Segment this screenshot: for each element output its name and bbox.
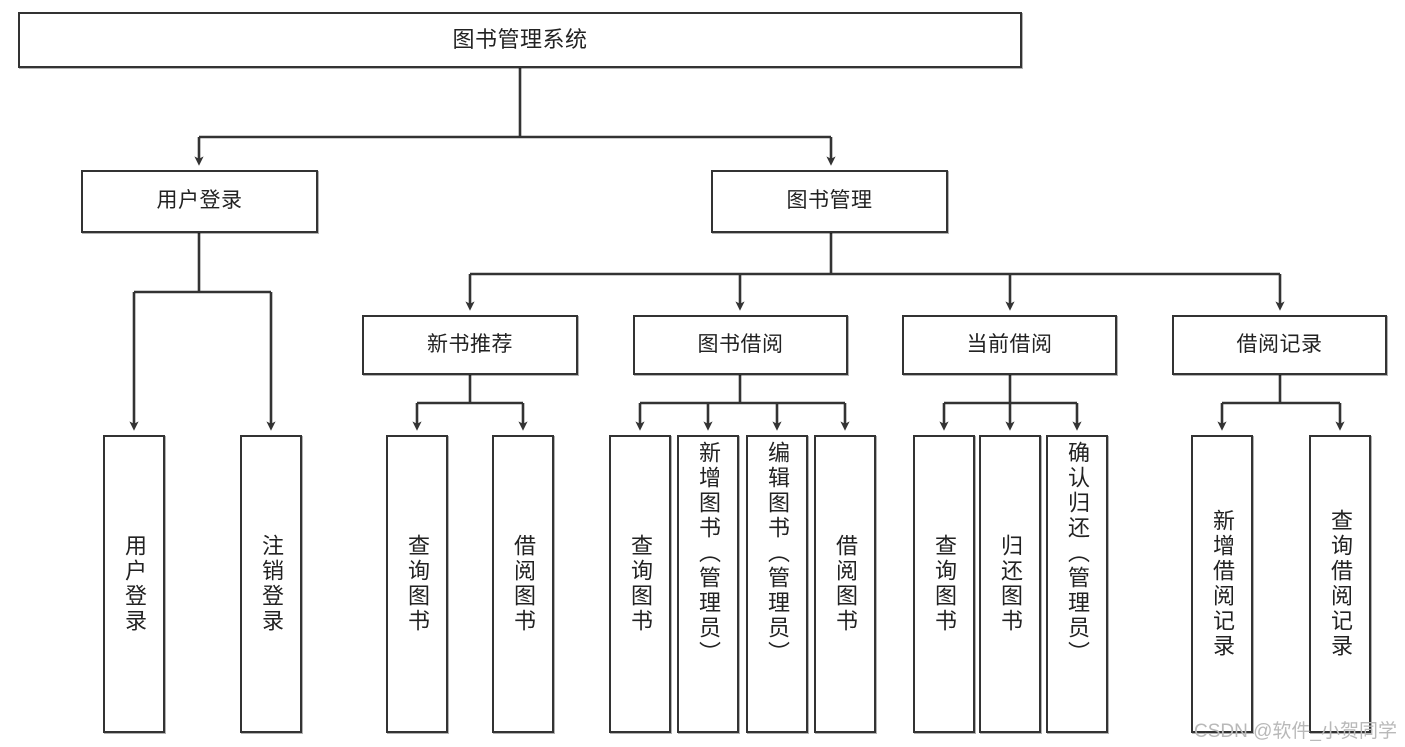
node-label: 图书管理系统 [452,27,588,53]
leaf-borrow-add-book[interactable]: 新增图书（管理员） [677,435,739,733]
leaf-recommend-query-book[interactable]: 查询图书 [386,435,448,733]
node-label: 查询图书 [405,534,430,634]
leaf-user-login-logout[interactable]: 注销登录 [240,435,302,733]
node-label: 注销登录 [259,534,284,634]
leaf-borrow-borrow-book[interactable]: 借阅图书 [814,435,876,733]
node-label: 用户登录 [122,534,147,634]
leaf-current-query-book[interactable]: 查询图书 [913,435,975,733]
leaf-borrow-edit-book[interactable]: 编辑图书（管理员） [746,435,808,733]
node-book-management[interactable]: 图书管理 [711,170,948,233]
node-label: 当前借阅 [966,332,1053,356]
node-label: 查询借阅记录 [1328,509,1353,659]
node-user-login[interactable]: 用户登录 [81,170,318,233]
leaf-borrow-query-book[interactable]: 查询图书 [609,435,671,733]
leaf-recommend-borrow-book[interactable]: 借阅图书 [492,435,554,733]
node-label: 用户登录 [156,189,243,213]
node-label: 查询图书 [932,534,957,634]
leaf-record-add-record[interactable]: 新增借阅记录 [1191,435,1253,733]
node-current-borrow[interactable]: 当前借阅 [902,315,1117,375]
node-label: 图书借阅 [697,332,784,356]
node-label: 图书管理 [786,189,873,213]
node-label: 借阅记录 [1236,332,1323,356]
node-root-system[interactable]: 图书管理系统 [18,12,1022,68]
csdn-watermark: CSDN @软件_小贺同学 [1194,721,1397,742]
node-label: 新书推荐 [427,332,513,356]
node-label: 编辑图书（管理员） [765,441,790,666]
leaf-current-confirm-return[interactable]: 确认归还（管理员） [1046,435,1108,733]
node-label: 归还图书 [998,534,1023,634]
node-new-book-recommend[interactable]: 新书推荐 [362,315,578,375]
node-label: 借阅图书 [833,534,858,634]
node-label: 查询图书 [628,534,653,634]
leaf-user-login-login[interactable]: 用户登录 [103,435,165,733]
node-label: 确认归还（管理员） [1065,441,1090,666]
node-label: 新增借阅记录 [1210,509,1235,659]
leaf-record-query-record[interactable]: 查询借阅记录 [1309,435,1371,733]
leaf-current-return-book[interactable]: 归还图书 [979,435,1041,733]
node-borrow-record[interactable]: 借阅记录 [1172,315,1387,375]
node-book-borrow[interactable]: 图书借阅 [633,315,848,375]
node-label: 新增图书（管理员） [696,441,721,666]
node-label: 借阅图书 [511,534,536,634]
